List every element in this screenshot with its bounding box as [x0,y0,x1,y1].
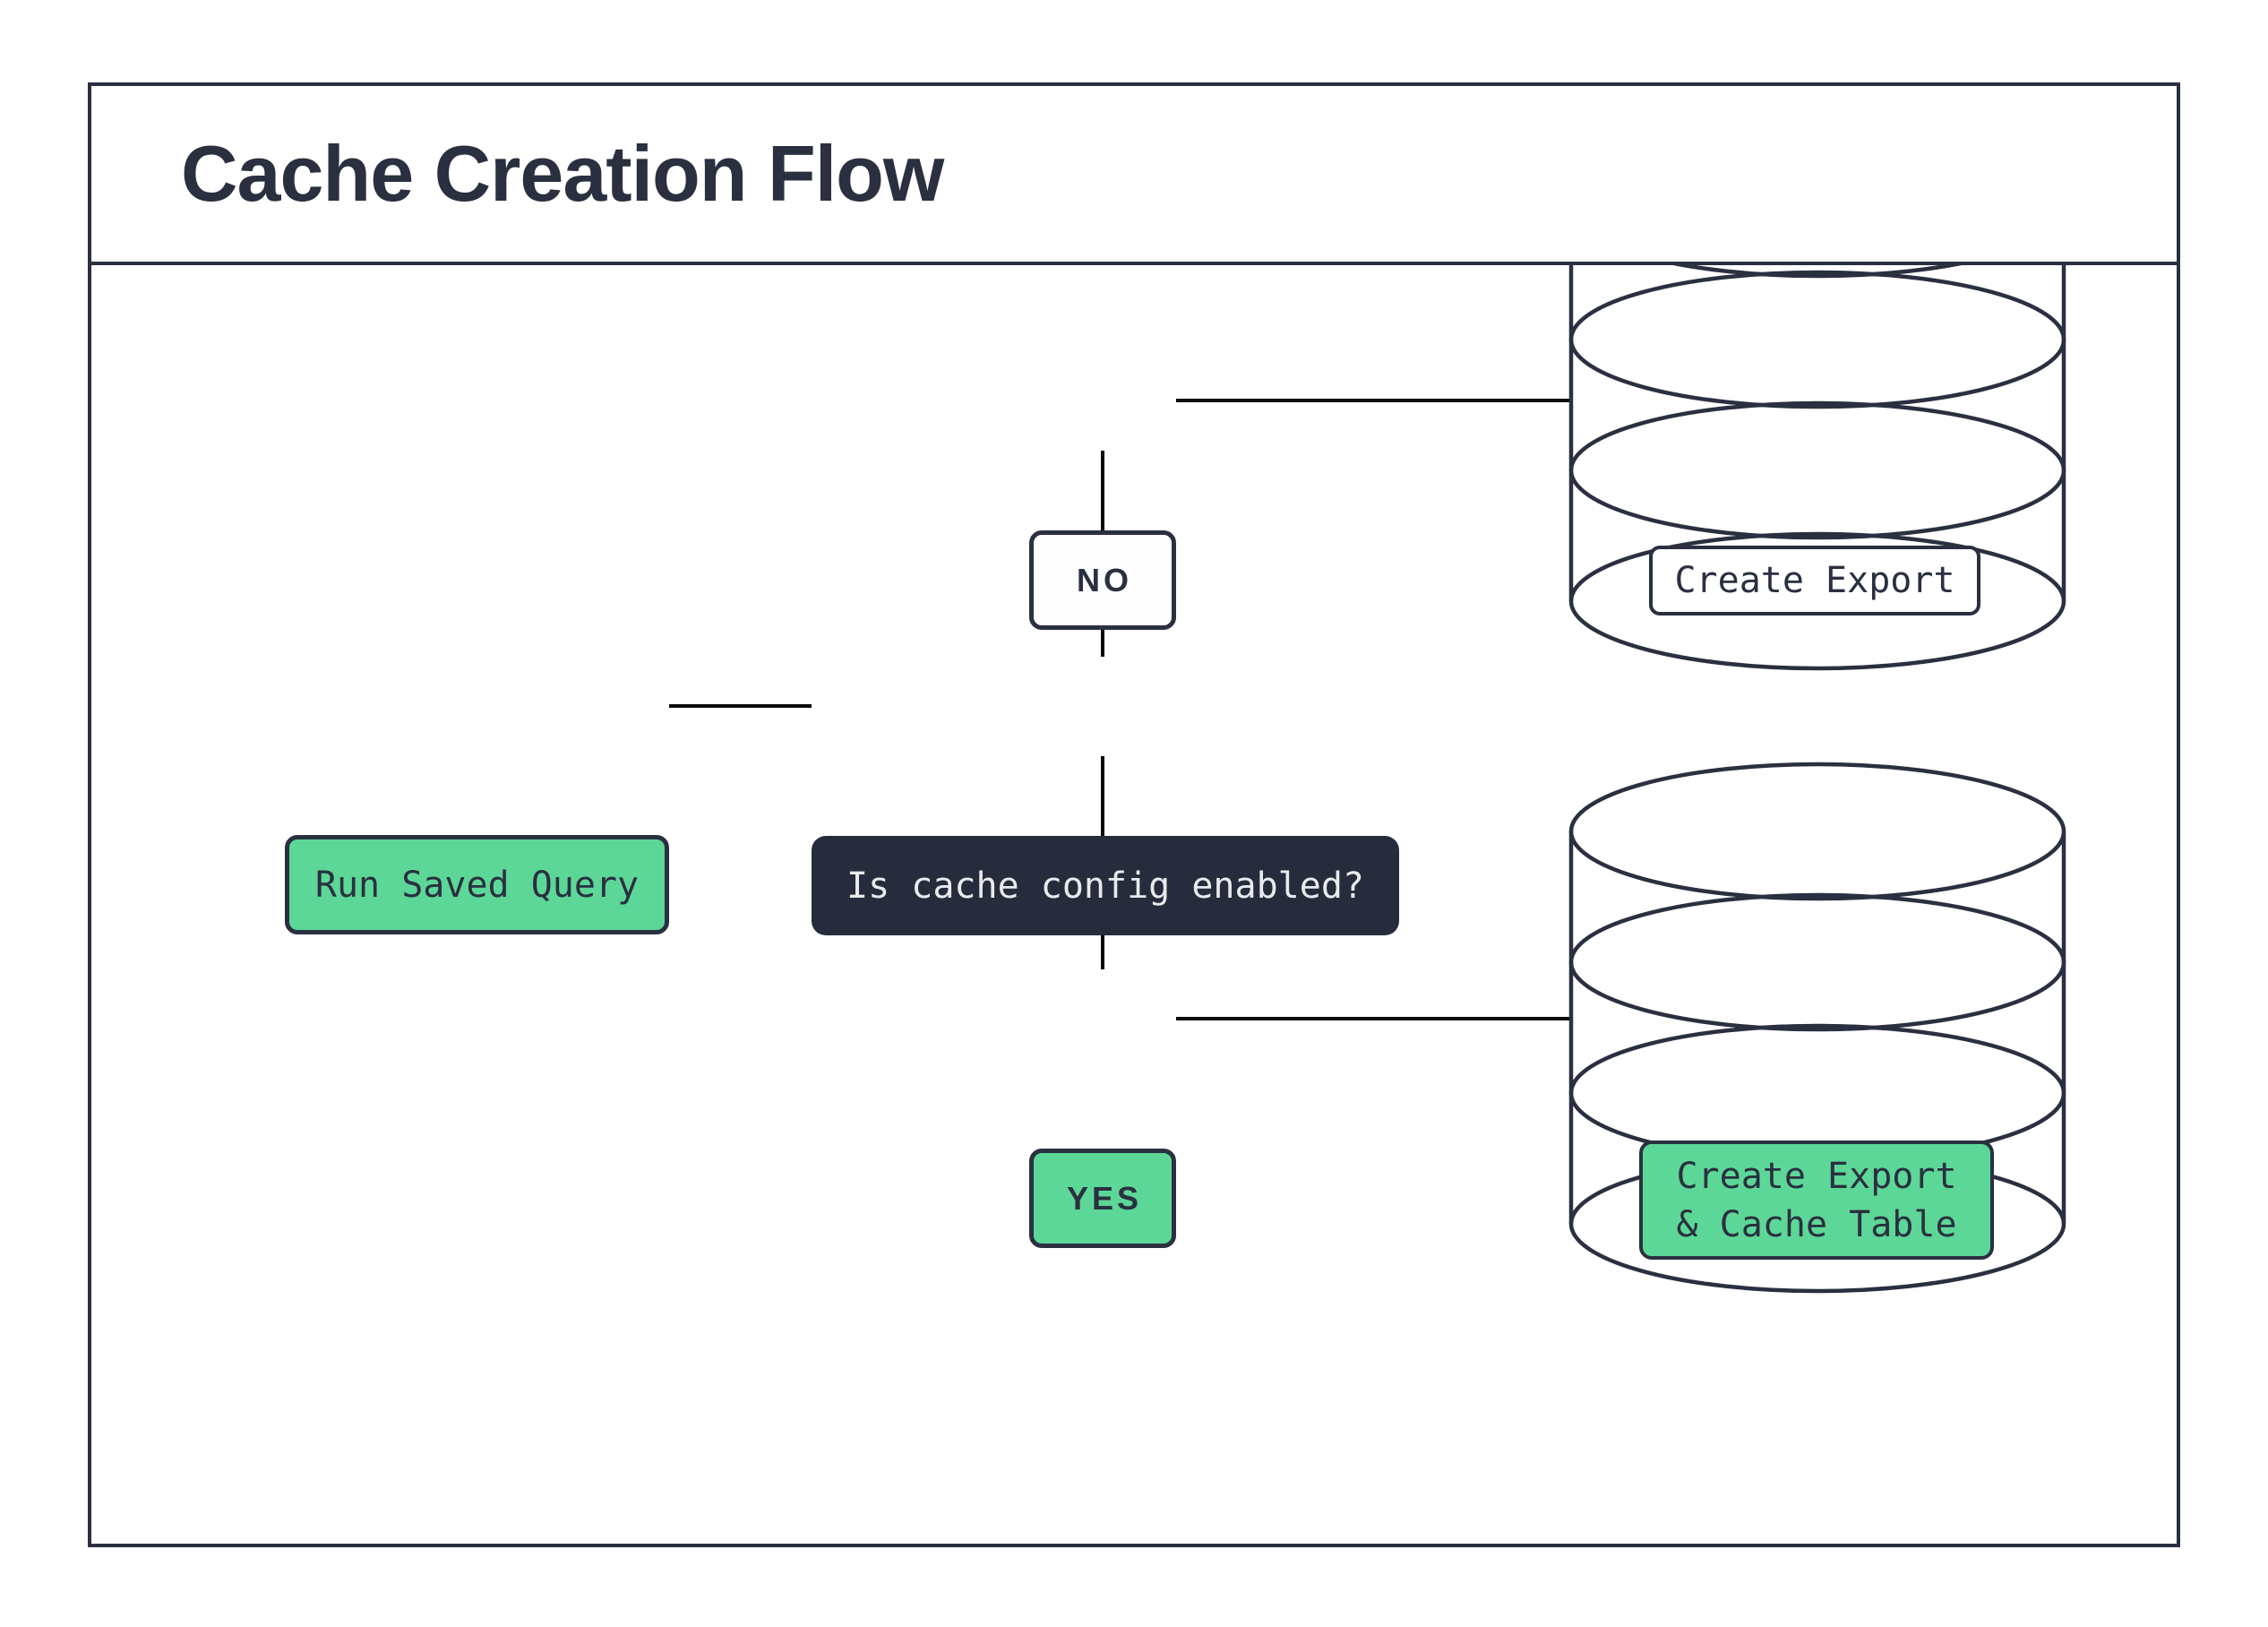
db-label-text: Create Export [1674,560,1955,601]
page-title: Cache Creation Flow [181,129,944,218]
database-cylinder-icon [1568,265,2066,671]
flow-node-yes: YES [1029,1149,1176,1248]
flow-node-no: NO [1029,530,1176,630]
diagram-header: Cache Creation Flow [91,86,2177,265]
db-label-text-line1: Create Export [1676,1155,1957,1197]
db-label-text-line2: & Cache Table [1676,1203,1957,1245]
flow-node-decision: Is cache config enabled? [812,836,1399,935]
diagram-frame: Cache Creation Flow [88,82,2180,1547]
flow-node-run-saved-query: Run Saved Query [285,835,669,934]
database-cylinder-icon [1568,762,2066,1294]
db-label-create-export-cache-table: Create Export & Cache Table [1639,1141,1994,1260]
flow-connectors-layer [669,265,2066,1294]
db-label-create-export: Create Export [1649,546,1980,616]
flowchart-area: Run Saved Query Is cache config enabled?… [91,265,2177,1544]
